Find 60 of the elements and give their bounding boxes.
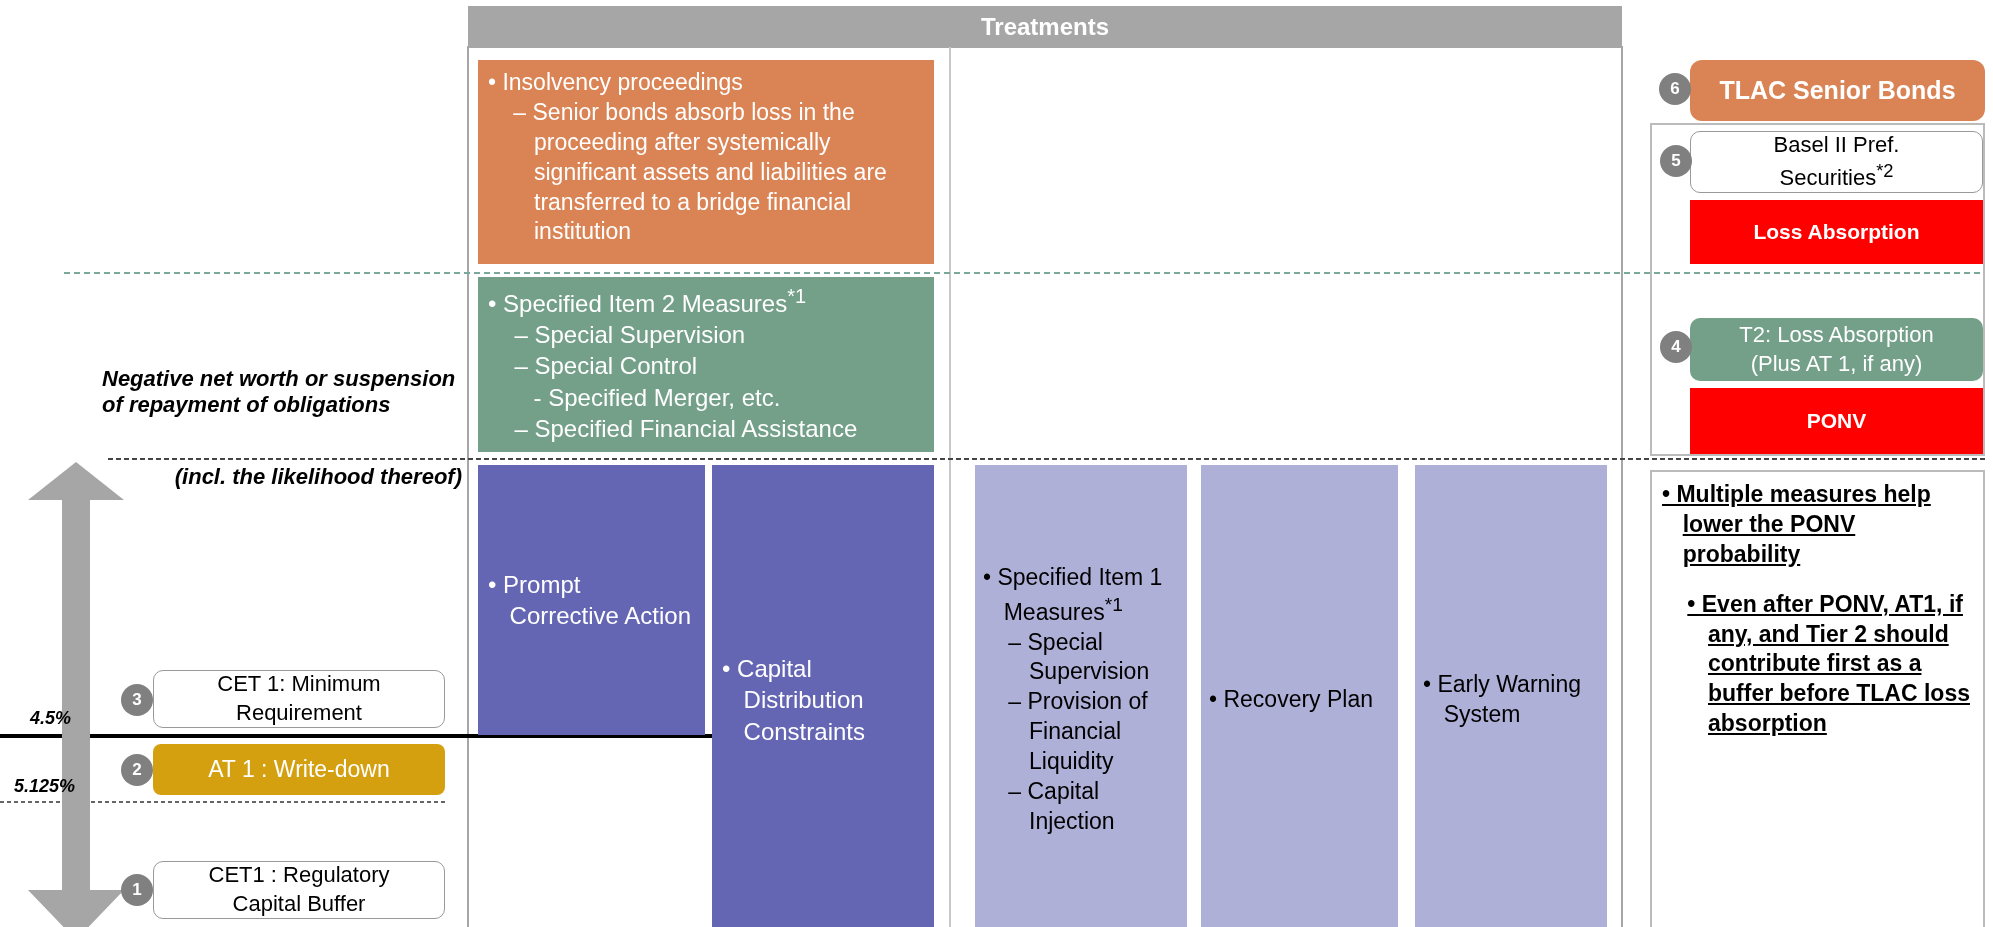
ratio-label: 4.5% [30,708,73,730]
box-text: – Specified Financial Assistance [513,413,859,444]
badge-number: 1 [131,878,143,901]
box-text: T2: Loss Absorption (Plus AT 1, if any) [1738,320,1935,378]
process-box [153,670,445,728]
box-text: • Specified Item 2 Measures$^{*1}$ [488,284,808,319]
box-text: AT 1 : Write-down [207,754,391,784]
box-text: • Prompt Corrective Action [488,569,692,631]
trigger-note: Negative net worth or suspension of repayment of obligations [102,366,457,419]
process-box [1201,465,1398,927]
process-box [153,744,445,795]
note-box [1650,470,1985,927]
process-box [712,465,934,927]
box-text: • Early Warning System [1423,670,1583,729]
box-text: – Capital Injection [1007,777,1116,836]
process-box [1690,60,1985,121]
box-text: – Special Supervision [513,320,747,351]
box-text: Loss Absorption [1752,219,1921,246]
process-box [153,861,445,919]
box-text: – Special Control [513,351,699,382]
process-box [975,465,1187,927]
box-text: - Specified Merger, etc. [532,382,782,413]
box-text: – Senior bonds absorb loss in the proceeding after systemically significant assets and liabilities are transferred to a bridge financial institution [512,97,888,247]
number-badge [121,874,153,906]
badge-number: 6 [1669,77,1681,100]
box-text: • Even after PONV, AT1, if any, and Tier 2 should contribute first as a buffer before TLAC loss absorption [1686,589,1971,739]
ratio-label: 5.125% [14,776,77,798]
process-box [1690,318,1983,381]
header-band [468,6,1622,47]
box-text: Basel II Pref. Securities$^{*2}$ [1772,130,1901,193]
process-box [1690,388,1983,454]
box-text: • Multiple measures help lower the PONV probability [1662,480,1932,569]
box-text: • Specified Item 1 Measures$^{*1}$ [983,563,1164,627]
badge-number: 2 [131,758,143,781]
box-text: – Special Supervision [1007,627,1151,687]
box-text: • Recovery Plan [1209,685,1374,715]
process-box [1690,200,1983,264]
process-box [1690,131,1983,193]
number-badge [1659,73,1691,105]
box-text: • Capital Distribution Constraints [722,654,866,747]
number-badge [1660,331,1692,363]
badge-number: 3 [131,688,143,711]
box-text: – Provision of Financial Liquidity [1007,687,1149,777]
number-badge [1660,145,1692,177]
box-text: • Insolvency proceedings [488,68,744,97]
process-box [478,60,934,264]
process-box [1415,465,1607,927]
number-badge [121,684,153,716]
frame-box [1650,123,1985,456]
box-text: Treatments [979,11,1111,42]
box-text: TLAC Senior Bonds [1718,75,1957,107]
box-text: CET1 : Regulatory Capital Buffer [207,861,391,918]
box-text: PONV [1805,408,1868,435]
trigger-note: (incl. the likelihood thereof) [173,464,462,491]
process-box [478,465,705,735]
number-badge [121,754,153,786]
process-box [478,277,934,452]
badge-number: 4 [1670,335,1682,358]
box-text: CET 1: Minimum Requirement [216,670,382,727]
badge-number: 5 [1670,149,1682,172]
